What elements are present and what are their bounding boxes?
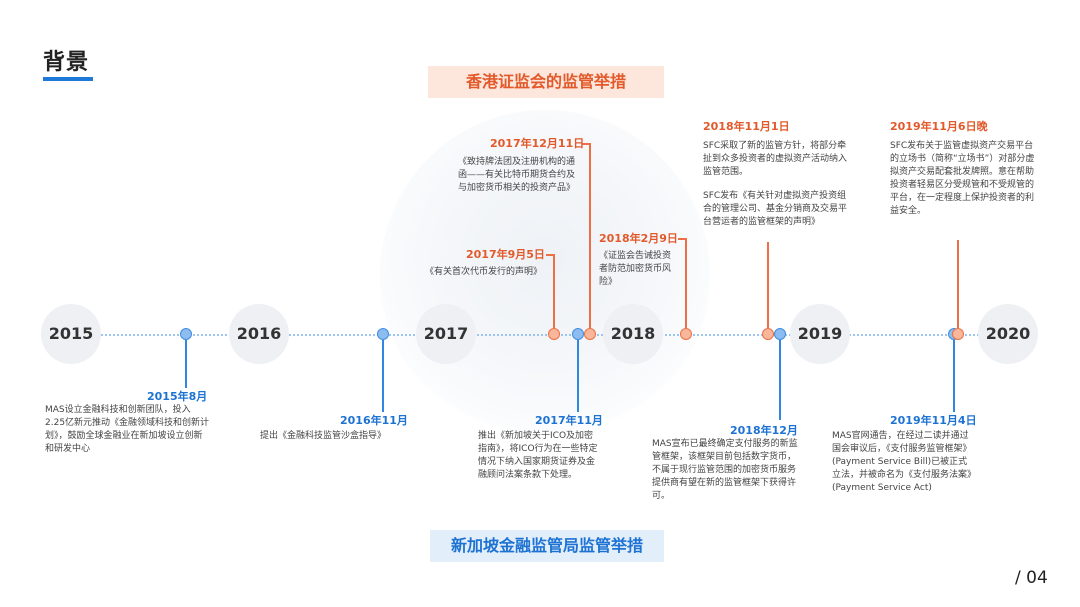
- event-description: 《致持牌法团及注册机构的通函——有关比特币期货合约及与加密货币相关的投资产品》: [458, 157, 576, 193]
- event-description: MAS官网通告，在经过二读并通过国会审议后，《支付服务监管框架》(Payment…: [832, 431, 972, 493]
- globe-background: [380, 110, 710, 440]
- year-2020: 2020: [978, 304, 1038, 364]
- event-date: 2016年11月: [340, 414, 408, 427]
- year-2016: 2016: [229, 304, 289, 364]
- connector-line: [953, 340, 955, 412]
- event-description-2: SFC发布《有关针对虚拟资产投资组合的管理公司、基金分销商及交易平台营运者的监管…: [703, 191, 848, 227]
- connector-line: [685, 238, 687, 328]
- page-number: / 04: [1015, 568, 1048, 588]
- timeline-marker: [774, 328, 786, 340]
- year-2017: 2017: [416, 304, 476, 364]
- connector-line: [957, 240, 959, 328]
- timeline-marker: [180, 328, 192, 340]
- year-2015: 2015: [41, 304, 101, 364]
- timeline-marker: [584, 328, 596, 340]
- event-date: 2019年11月4日: [890, 414, 977, 427]
- connector-line: [589, 143, 591, 328]
- timeline-marker: [762, 328, 774, 340]
- singapore-banner: 新加坡金融监管局监管举措: [430, 530, 664, 562]
- connector-line: [382, 340, 384, 412]
- connector-hook: [546, 254, 554, 256]
- event-date: 2018年11月1日: [703, 120, 790, 133]
- event-date: 2018年12月: [730, 424, 798, 437]
- connector-hook: [582, 143, 590, 145]
- event-description: 提出《金融科技监管沙盒指导》: [260, 431, 387, 441]
- event-date: 2017年9月5日: [466, 248, 545, 261]
- timeline-marker: [680, 328, 692, 340]
- event-date: 2015年8月: [147, 390, 208, 403]
- event-date: 2018年2月9日: [599, 232, 678, 245]
- event-description: MAS宣布已最终确定支付服务的新监管框架，该框架目前包括数字货币，不属于现行监管…: [652, 439, 798, 501]
- event-description: 《有关首次代币发行的声明》: [425, 267, 543, 277]
- connector-line: [185, 340, 187, 388]
- timeline-marker: [952, 328, 964, 340]
- connector-line: [577, 340, 579, 412]
- event-date: 2019年11月6日晚: [890, 120, 988, 133]
- event-description: 《证监会告诫投资者防范加密货币风险》: [599, 251, 672, 287]
- connector-hook: [678, 238, 686, 240]
- title-underline: [43, 77, 93, 81]
- event-description: 推出《新加坡关于ICO及加密指南》，将ICO行为在一些特定情况下纳入国家期货证券…: [478, 431, 598, 480]
- connector-line: [767, 242, 769, 328]
- event-date: 2017年12月11日: [490, 137, 585, 150]
- connector-line: [779, 340, 781, 420]
- timeline-marker: [572, 328, 584, 340]
- connector-line: [553, 254, 555, 328]
- event-date: 2017年11月: [535, 414, 603, 427]
- timeline-marker: [548, 328, 560, 340]
- year-2019: 2019: [790, 304, 850, 364]
- timeline-axis: [70, 334, 1010, 336]
- page-title: 背景: [43, 50, 90, 75]
- event-description: SFC发布关于监管虚拟资产交易平台的立场书（简称“立场书”）对部分虚拟资产交易配…: [890, 141, 1035, 216]
- event-description: SFC采取了新的监管方针，将部分牵扯到众多投资者的虚拟资产活动纳入监管范围。: [703, 141, 848, 177]
- timeline-marker: [377, 328, 389, 340]
- hongkong-banner: 香港证监会的监管举措: [428, 66, 664, 98]
- event-description: MAS设立金融科技和创新团队，投入2.25亿新元推动《金融领域科技和创新计划》，…: [45, 405, 210, 454]
- year-2018: 2018: [603, 304, 663, 364]
